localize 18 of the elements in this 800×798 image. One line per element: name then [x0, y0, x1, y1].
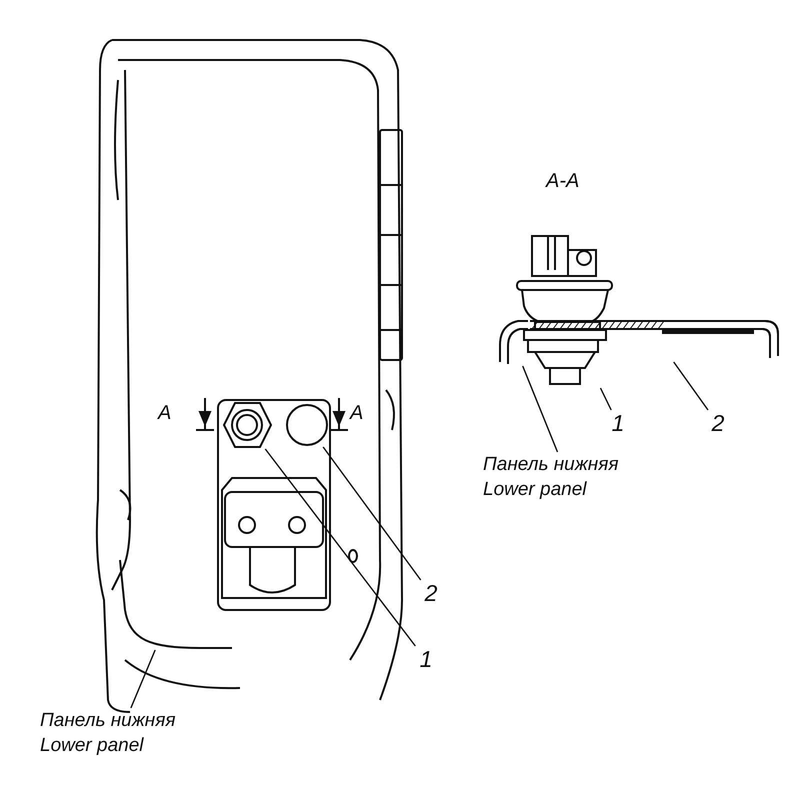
callout-number: 1	[414, 646, 438, 674]
part-label: Панель нижняя Lower panel	[483, 452, 653, 504]
leader-line	[673, 362, 709, 410]
leader-line	[264, 448, 416, 646]
leader-line	[522, 366, 558, 452]
part-label: Панель нижняя Lower panel	[40, 708, 200, 760]
callout-number: 1	[606, 410, 630, 438]
nut-drawing	[222, 401, 272, 449]
section-letter: A	[350, 402, 364, 424]
section-title: A-A	[546, 170, 580, 192]
plug-drawing	[284, 403, 330, 447]
callout-number: 2	[419, 580, 443, 608]
section-letter: A	[158, 402, 172, 424]
callout-number: 2	[706, 410, 730, 438]
leader-line	[130, 650, 156, 708]
leader-line	[322, 446, 422, 580]
panel-edge-drawing	[496, 318, 530, 366]
leader-line	[600, 388, 612, 410]
